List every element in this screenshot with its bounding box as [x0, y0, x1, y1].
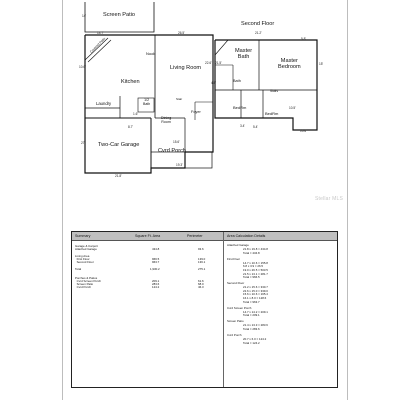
- table-header-perimeter: Perimeter: [184, 232, 224, 241]
- summary-row-label: Porches & Patios Cvrd Screen Porch Scree…: [75, 276, 102, 289]
- summary-row-label: Living Area First Floor Second Floor: [75, 254, 94, 264]
- calc-line: Total = 209.1: [243, 313, 260, 318]
- dim-label: 22.6': [205, 61, 212, 65]
- calc-section-label: Cvrd Porch: [227, 333, 242, 338]
- calc-line: 19.0 x 26.5 = 503.5: [243, 267, 268, 272]
- dim-label: 5.8': [301, 37, 307, 41]
- calc-line: Total = 124.2: [243, 340, 260, 345]
- dim-label: 15': [319, 62, 324, 66]
- dim-label: 5.4': [253, 125, 259, 129]
- watermark-text: Stellar MLS: [314, 196, 343, 202]
- summary-row-perimeter: 139.0 136.1: [198, 257, 206, 264]
- dim-label: 14': [82, 14, 87, 18]
- room-master-bath: Master Bath: [235, 48, 253, 60]
- room-laundry: Laundry: [96, 101, 112, 106]
- calc-line: 6.8 x 3.9 = 26.5: [243, 264, 264, 269]
- summary-row-label: Total: [75, 267, 82, 271]
- dim-label: 4.8': [211, 81, 217, 85]
- room-master-bedroom: Master Bedroom: [278, 58, 301, 70]
- room-screen-patio: Screen Patio: [103, 12, 136, 18]
- calc-line: 14.7 x 14.2 = 209.1: [243, 309, 268, 314]
- calc-line: Total = 966.5: [243, 275, 260, 280]
- room-two-car-garage: Two-Car Garage: [98, 142, 140, 148]
- dim-label: 10.6': [79, 65, 86, 69]
- calc-section-label: Cvrd Screen Porch: [227, 305, 252, 310]
- calc-section-label: Attached Garage: [227, 243, 249, 247]
- calc-line: Total = 283.6: [243, 327, 260, 331]
- summary-row-area: 434.8: [152, 247, 160, 251]
- room-half-bath: 1/2 Bath: [143, 98, 151, 106]
- calc-line: Total = 434.8: [243, 250, 260, 255]
- summary-row-area: 1,930.2: [150, 267, 160, 271]
- room-cvrd-porch: Cvrd Porch: [158, 148, 186, 154]
- dim-label: 19.3': [176, 163, 183, 167]
- table-header-area: Square Ft. Area: [132, 232, 184, 241]
- floorplan-drawing: [84, 2, 318, 174]
- table-column-divider: [223, 232, 224, 387]
- dim-label: 10.6': [300, 129, 307, 133]
- calc-line: 21.4 x 13.3 = 283.6: [243, 323, 268, 328]
- room-bedroom-1: BedRm: [233, 105, 247, 110]
- dim-label: 21.2': [255, 31, 262, 35]
- room-stairs: Stairs: [270, 89, 279, 93]
- room-stair: Stair: [176, 97, 183, 101]
- room-kitchen: Kitchen: [121, 79, 140, 85]
- dim-label: 21.8': [115, 174, 122, 178]
- room-living-room: Living Room: [170, 65, 202, 71]
- dim-label: 8.7': [128, 125, 134, 129]
- room-bath: Bath: [233, 79, 241, 83]
- room-nook: Nook: [146, 51, 156, 56]
- second-floor-title: Second Floor: [241, 21, 275, 27]
- dim-label: 21.5': [215, 61, 222, 65]
- dim-label: 3.4': [240, 124, 246, 128]
- calc-section-label: First Floor: [227, 256, 241, 261]
- dim-label: 14.7': [97, 31, 104, 35]
- room-dining-room: Dining Room: [161, 116, 172, 124]
- floorplan-document-page: Screen Patio Covered Patio Nook Kitchen …: [62, 0, 348, 400]
- calc-line: 21.5 x 13.1 = 281.7: [243, 271, 268, 276]
- first-floor-outline: [84, 2, 214, 174]
- summary-row-perimeter: 93.6: [198, 247, 204, 251]
- summary-row-label: Garage & Carport Attached Garage: [75, 244, 98, 251]
- calc-line: 20.7 x 6.0 = 124.2: [243, 337, 267, 342]
- calc-line: 14.7 x 10.6 = 155.8: [243, 260, 268, 265]
- calc-line: 15.6 x 10.6 = 165.4: [243, 292, 268, 297]
- room-foyer: Foyer: [191, 110, 201, 114]
- table-header-summary: Summary: [72, 232, 132, 241]
- calc-line: 16.1 x 8.0 = 128.6: [243, 296, 267, 300]
- dim-label: 1.6': [133, 112, 139, 116]
- calc-section-label: Screen Patio: [227, 319, 244, 324]
- calc-line: Total = 963.7: [243, 299, 260, 304]
- dim-label: 27': [81, 141, 86, 145]
- calc-line: 22.6 x 15.0 = 339.0: [243, 288, 268, 293]
- table-header-area-calc: Area Calculation Details: [224, 232, 337, 241]
- area-summary-table: Summary Square Ft. Area Perimeter Area C…: [71, 231, 338, 388]
- calc-section-label: Second Floor: [227, 281, 245, 286]
- second-floor-outline: [214, 39, 318, 131]
- room-bedroom-2: BedRm: [265, 111, 279, 116]
- summary-row-area: 966.5 963.7: [152, 257, 160, 264]
- dim-label: 26.5': [178, 31, 185, 35]
- summary-row-perimeter: 275.1: [198, 267, 206, 271]
- calc-line: 21.8 x 19.8 = 434.8: [243, 247, 268, 251]
- summary-row-area: 209.1 283.6 124.2: [152, 279, 160, 289]
- dim-label: 15.6': [173, 140, 180, 144]
- calc-line: 21.2 x 15.6 = 330.7: [243, 285, 268, 290]
- dim-label: 10.5': [289, 106, 296, 110]
- summary-row-perimeter: 61.6 68.0 46.3: [198, 279, 204, 289]
